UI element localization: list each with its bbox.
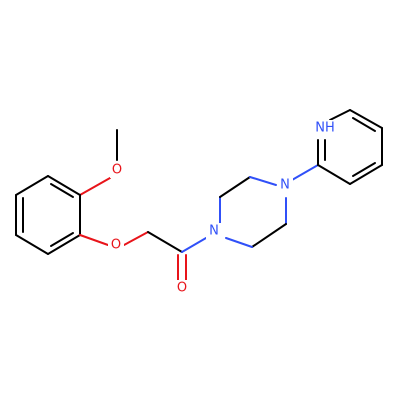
bond-ch2-co xyxy=(147,231,183,253)
bond-ring1-d xyxy=(15,234,49,255)
atom-bg-n-aryl xyxy=(277,177,293,193)
bond-ring2-d xyxy=(349,109,383,129)
bond-n-phenyl xyxy=(291,164,319,181)
atom-bg-o-methoxy xyxy=(110,162,124,178)
bond-pip-5 xyxy=(251,223,287,248)
atom-bg-o-ether xyxy=(108,237,124,253)
atom-bg-nh xyxy=(314,120,336,136)
bond-ring2-b xyxy=(349,164,383,185)
bond-aryl-o-ether xyxy=(79,234,109,246)
bond-ring1-a xyxy=(47,175,81,196)
bond-ring1-double-c xyxy=(50,232,74,247)
bond-ring2-double-a xyxy=(352,162,376,177)
bond-ring1-e xyxy=(47,234,81,255)
bond-ring2-e xyxy=(329,109,351,121)
atom-n-aryl: N xyxy=(280,178,290,193)
bond-o-ch2 xyxy=(123,231,149,246)
bond-co-n xyxy=(181,237,207,253)
bond-ring2-a xyxy=(317,164,351,185)
atom-nh: NH xyxy=(315,121,335,136)
bond-pip-3 xyxy=(249,176,277,186)
atom-bg-n-amide xyxy=(206,223,222,239)
atom-o-methoxy: O xyxy=(112,163,122,178)
bond-pip-2 xyxy=(219,176,251,198)
atom-bg-o-carbonyl xyxy=(175,280,189,296)
bond-ring2-double-b xyxy=(352,117,376,132)
atom-n-amide: N xyxy=(209,224,219,239)
bond-ring1-b xyxy=(15,175,49,196)
bond-o-aryl xyxy=(79,177,111,196)
atom-o-carbonyl: O xyxy=(177,281,187,296)
bond-ring1-double-a xyxy=(50,183,74,198)
atom-o-ether: O xyxy=(111,238,121,253)
bond-pip-6 xyxy=(225,237,253,248)
